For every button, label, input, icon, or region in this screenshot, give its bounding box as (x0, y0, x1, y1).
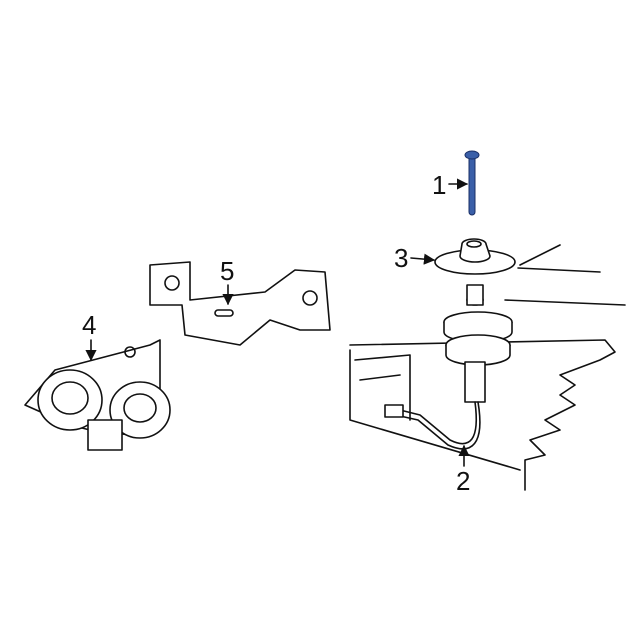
callout-2: 2 (456, 444, 470, 496)
callout-3: 3 (394, 243, 436, 273)
callout-label: 2 (456, 466, 470, 496)
horn-switch-part-2 (384, 284, 513, 450)
bolt-part-1 (464, 150, 480, 216)
callout-5: 5 (220, 256, 234, 306)
callout-label: 1 (432, 170, 446, 200)
callout-1: 1 (432, 170, 469, 200)
callout-4: 4 (82, 310, 97, 362)
bracket-part-5 (149, 261, 331, 346)
horn-assembly-part-4 (24, 339, 171, 451)
callout-label: 3 (394, 243, 408, 273)
insulator-part-3 (434, 238, 516, 275)
callout-label: 4 (82, 310, 96, 340)
callout-arrow (410, 253, 436, 265)
callout-label: 5 (220, 256, 234, 286)
body-panel (349, 244, 626, 491)
